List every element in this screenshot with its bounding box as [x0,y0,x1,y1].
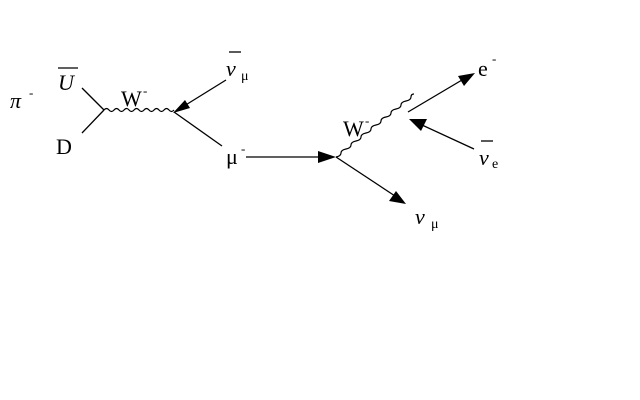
muon-line-1 [173,111,223,147]
w-boson-1-label: W [121,86,142,111]
w-boson-2-charge: - [365,113,369,128]
muon-charge: - [241,141,245,156]
muon-neutrino-label: ν [415,204,425,229]
w-boson-2-label: W [343,116,364,141]
muon-label: μ [226,144,238,169]
pion-charge: - [29,85,33,100]
muon-neutrino-flavor: μ [431,217,439,232]
anti-muon-neutrino-flavor: μ [241,69,249,84]
anti-muon-neutrino-label: ν [226,56,236,81]
pion-label: π [10,88,22,113]
anti-up-label: U [58,70,76,95]
anti-muon-neutrino-arrow [173,100,190,113]
down-label: D [56,134,72,159]
anti-electron-neutrino-line [421,124,475,150]
w-boson-propagator-2 [335,93,415,158]
electron-charge: - [492,51,496,66]
w-boson-1-charge: - [143,83,147,98]
muon-neutrino-arrow [389,191,406,204]
anti-electron-neutrino-flavor: e [492,157,498,172]
w-boson-propagator-1 [103,107,175,113]
muon-neutrino-line [335,156,396,197]
electron-arrow [458,73,475,86]
electron-label: e [478,56,488,81]
anti-electron-neutrino-label: ν [479,145,489,170]
muon-arrow [318,151,336,163]
down-quark-line [81,109,105,134]
anti-electron-neutrino-arrow [409,119,427,131]
anti-up-quark-line [81,87,105,111]
electron-line [407,79,463,113]
